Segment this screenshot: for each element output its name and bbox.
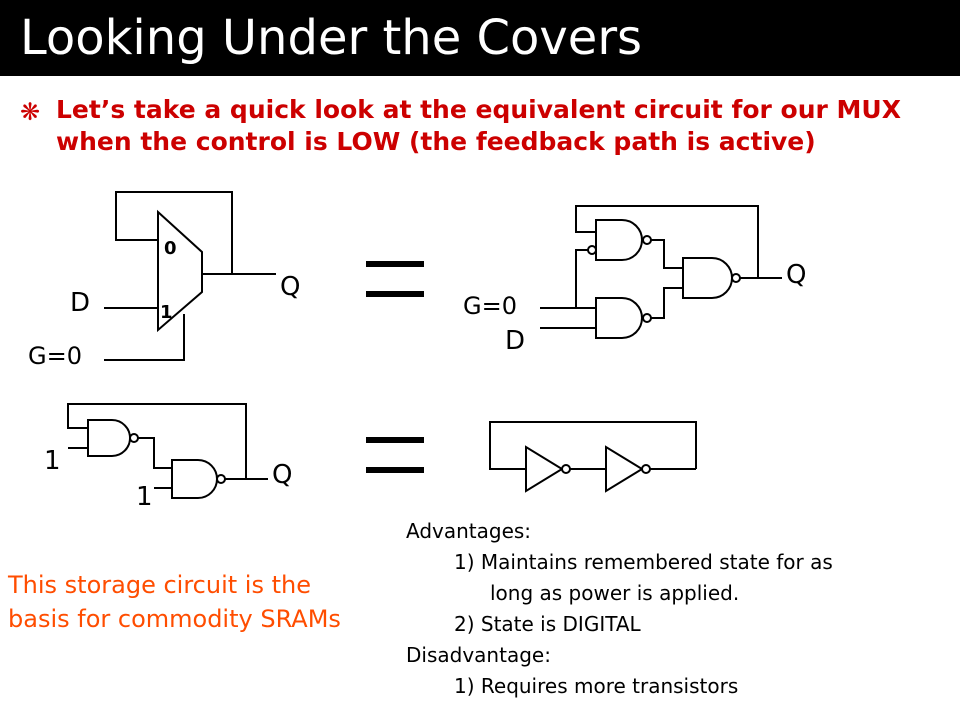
mux-input-0-label: 0: [164, 238, 177, 259]
mux-symbol: [157, 209, 203, 333]
reduced-nand-1-bubble: [129, 433, 139, 443]
advantages-heading: Advantages:: [406, 519, 532, 543]
reduced-input-a-label: 1: [44, 446, 61, 476]
nand-gate-top: [595, 219, 643, 261]
latch-bottom-to-out-wire: [651, 287, 683, 319]
inverter-loop-circuit: [489, 421, 697, 493]
nand-gate-bottom: [595, 297, 643, 339]
advantages-list: Advantages: 1) Maintains remembered stat…: [406, 516, 833, 702]
reduced-connect-wire: [138, 437, 172, 469]
advantage-item-1: 1) Maintains remembered state for as: [454, 550, 833, 574]
nand-bottom-bubble: [642, 313, 652, 323]
title-bar: Looking Under the Covers: [0, 0, 960, 76]
inverter-feedback-wire: [489, 421, 697, 470]
advantage-item-1-cont: long as power is applied.: [490, 581, 740, 605]
reduced-input-b-label: 1: [136, 482, 153, 512]
reduced-nand-circuit: [67, 403, 268, 499]
equals-sign-1: [366, 261, 424, 297]
latch-q-label: Q: [786, 260, 807, 290]
input-inverter-bubble: [587, 245, 597, 255]
bullet-text: Let’s take a quick look at the equivalen…: [56, 95, 901, 156]
mux-d-label: D: [70, 288, 91, 318]
nand-gate-output: [682, 257, 733, 299]
mux-q-label: Q: [280, 272, 301, 302]
inverter-2-bubble: [641, 464, 651, 474]
advantage-item-2: 2) State is DIGITAL: [454, 612, 641, 636]
latch-d-label: D: [505, 326, 526, 356]
equals-sign-2: [366, 437, 424, 473]
nand-output-bubble: [731, 273, 741, 283]
sram-note: This storage circuit is the basis for co…: [8, 568, 341, 636]
sram-note-line-1: This storage circuit is the: [8, 571, 311, 599]
latch-g-label: G=0: [463, 292, 517, 320]
mux-input-1-label: 1: [160, 302, 173, 323]
disadvantage-item-1: 1) Requires more transistors: [454, 674, 739, 698]
nand-top-bubble: [642, 235, 652, 245]
inverter-1-bubble: [561, 464, 571, 474]
mux-g-label: G=0: [28, 342, 82, 370]
latch-top-to-out-wire: [651, 239, 683, 269]
mux-feedback-wire: [115, 191, 233, 274]
mux-circuit: [104, 191, 276, 361]
inverter-1: [525, 445, 564, 493]
reduced-nand-gate-2: [171, 459, 218, 499]
asterisk-bullet-icon: ❋: [20, 98, 41, 126]
latch-g-wire: [540, 249, 588, 309]
latch-feedback-wire: [575, 205, 759, 278]
reduced-nand-2-bubble: [216, 474, 226, 484]
inverter-2: [605, 445, 644, 493]
sram-note-line-2: basis for commodity SRAMs: [8, 605, 341, 633]
reduced-q-label: Q: [272, 460, 293, 490]
reduced-feedback-wire: [67, 403, 247, 479]
slide-title: Looking Under the Covers: [20, 10, 643, 66]
reduced-nand-gate-1: [87, 419, 131, 457]
mux-g-wire: [104, 314, 185, 361]
disadvantage-heading: Disadvantage:: [406, 643, 551, 667]
nand-latch-circuit: [540, 205, 782, 339]
